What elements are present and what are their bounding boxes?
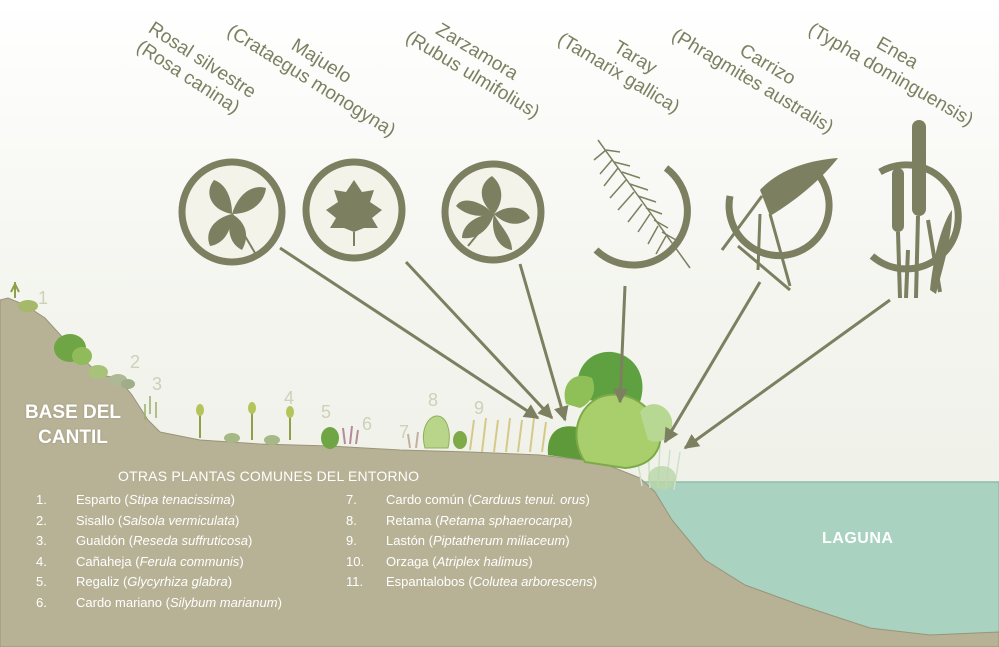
legend-item-number: 3. xyxy=(36,531,76,552)
plant-cardo-mariano xyxy=(343,426,358,444)
legend-column-left: 1.Esparto (Stipa tenacissima)2.Sisallo (… xyxy=(36,490,282,613)
arrow-carrizo xyxy=(665,282,760,442)
plant-retama xyxy=(423,416,467,449)
legend-item-common: Lastón ( xyxy=(386,533,433,548)
legend-item-common: Espantalobos ( xyxy=(386,574,473,589)
cattail-icon xyxy=(872,120,958,298)
legend-item-common: Esparto ( xyxy=(76,492,129,507)
bramble-leaf-icon xyxy=(445,164,541,260)
legend-item-scientific: Ferula communis xyxy=(140,554,240,569)
legend-item-scientific: Colutea arborescens xyxy=(473,574,593,589)
legend-item: 3.Gualdón (Reseda suffruticosa) xyxy=(36,531,282,552)
legend-title: OTRAS PLANTAS COMUNES DEL ENTORNO xyxy=(118,468,419,484)
plant-gualdon xyxy=(145,396,156,420)
plant-number-6: 6 xyxy=(362,414,372,435)
legend-item: 1.Esparto (Stipa tenacissima) xyxy=(36,490,282,511)
legend-column-right: 7.Cardo común (Carduus tenui. orus)8.Ret… xyxy=(346,490,597,593)
legend-item-scientific: Stipa tenacissima xyxy=(129,492,231,507)
lake-label: LAGUNA xyxy=(822,530,893,548)
rose-leaf-icon xyxy=(182,162,282,262)
arrow-rosal xyxy=(280,248,538,418)
plant-number-3: 3 xyxy=(152,374,162,395)
legend-item-common: Orzaga ( xyxy=(386,554,437,569)
legend-item-close: ) xyxy=(528,554,532,569)
legend-item-close: ) xyxy=(228,574,232,589)
legend-item-close: ) xyxy=(585,492,589,507)
legend-item: 11.Espantalobos (Colutea arborescens) xyxy=(346,572,597,593)
legend-item: 4.Cañaheja (Ferula communis) xyxy=(36,552,282,573)
legend-item-common: Retama ( xyxy=(386,513,439,528)
plant-number-9: 9 xyxy=(474,398,484,419)
legend-item-close: ) xyxy=(231,492,235,507)
legend-item-close: ) xyxy=(248,533,252,548)
legend-item-scientific: Silybum marianum xyxy=(170,595,278,610)
legend-item-scientific: Piptatherum miliaceum xyxy=(433,533,565,548)
plant-number-2: 2 xyxy=(130,352,140,373)
legend-item: 10.Orzaga (Atriplex halimus) xyxy=(346,552,597,573)
legend-item-scientific: Retama sphaerocarpa xyxy=(439,513,568,528)
plant-number-7: 7 xyxy=(399,422,409,443)
legend-item-common: Cardo mariano ( xyxy=(76,595,170,610)
legend-item-number: 4. xyxy=(36,552,76,573)
arrow-enea xyxy=(685,300,890,448)
legend-item-scientific: Salsola vermiculata xyxy=(122,513,235,528)
legend-item-scientific: Reseda suffruticosa xyxy=(133,533,248,548)
hawthorn-leaf-icon xyxy=(306,162,402,258)
legend-item-scientific: Glycyrhiza glabra xyxy=(127,574,227,589)
legend-item-common: Cardo común ( xyxy=(386,492,472,507)
legend-item-close: ) xyxy=(568,513,572,528)
legend-item-close: ) xyxy=(593,574,597,589)
legend-item: 8.Retama (Retama sphaerocarpa) xyxy=(346,511,597,532)
plant-laston xyxy=(470,418,546,452)
arrow-zarzamora xyxy=(520,264,565,420)
shrub-cluster xyxy=(548,352,672,468)
plant-number-8: 8 xyxy=(428,390,438,411)
base-del-cantil-label: BASE DEL CANTIL xyxy=(14,400,132,450)
legend-item-number: 2. xyxy=(36,511,76,532)
plant-cardo-comun xyxy=(408,432,418,448)
legend-item-number: 1. xyxy=(36,490,76,511)
legend-item-number: 7. xyxy=(346,490,386,511)
legend-item-scientific: Carduus tenui. orus xyxy=(472,492,585,507)
plant-number-1: 1 xyxy=(38,288,48,309)
legend-item: 6.Cardo mariano (Silybum marianum) xyxy=(36,593,282,614)
species-icons xyxy=(182,120,958,298)
legend-item-close: ) xyxy=(239,554,243,569)
plant-number-5: 5 xyxy=(321,402,331,423)
plant-regaliz xyxy=(321,427,339,449)
legend-item-number: 11. xyxy=(346,572,386,593)
legend-item: 7.Cardo común (Carduus tenui. orus) xyxy=(346,490,597,511)
legend-item-close: ) xyxy=(278,595,282,610)
legend-item: 5.Regaliz (Glycyrhiza glabra) xyxy=(36,572,282,593)
legend-item: 2.Sisallo (Salsola vermiculata) xyxy=(36,511,282,532)
tamarisk-icon xyxy=(594,140,690,268)
legend-item-common: Sisallo ( xyxy=(76,513,122,528)
reed-icon xyxy=(722,158,838,290)
legend-item-number: 10. xyxy=(346,552,386,573)
legend-item-number: 5. xyxy=(36,572,76,593)
plant-canaheja xyxy=(196,402,294,445)
legend-item-number: 9. xyxy=(346,531,386,552)
legend-item-scientific: Atriplex halimus xyxy=(437,554,529,569)
legend-item-number: 6. xyxy=(36,593,76,614)
legend-item-number: 8. xyxy=(346,511,386,532)
legend-item-common: Regaliz ( xyxy=(76,574,127,589)
legend-item-common: Cañaheja ( xyxy=(76,554,140,569)
legend-item: 9.Lastón (Piptatherum miliaceum) xyxy=(346,531,597,552)
legend-item-close: ) xyxy=(565,533,569,548)
legend-item-close: ) xyxy=(235,513,239,528)
legend-item-common: Gualdón ( xyxy=(76,533,133,548)
plant-number-4: 4 xyxy=(284,388,294,409)
